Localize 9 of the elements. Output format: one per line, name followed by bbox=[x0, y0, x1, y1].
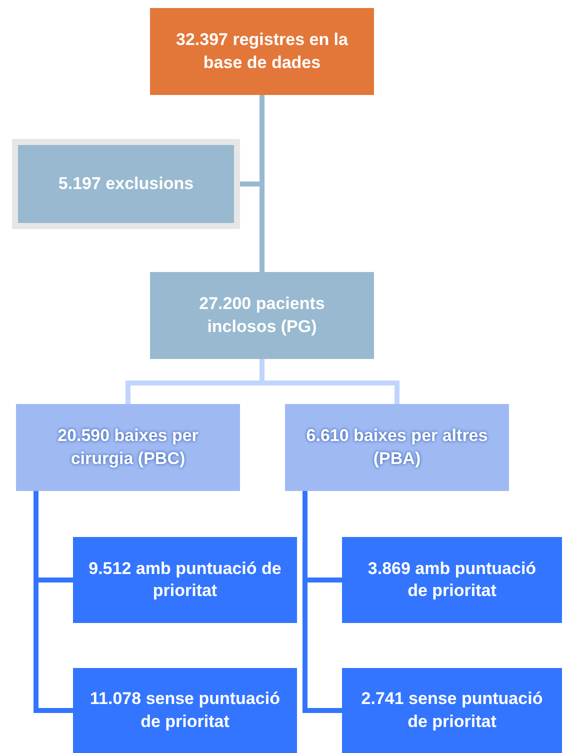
result-box: 3.869 amb puntuació de prioritat bbox=[342, 537, 562, 623]
result-box: 9.512 amb puntuació de prioritat bbox=[73, 537, 297, 623]
result-box: 2.741 sense puntuació de prioritat bbox=[342, 668, 562, 753]
group-box: 6.610 baixes per altres (PBA) bbox=[285, 404, 509, 491]
start-box: 32.397 registres en la base de dades bbox=[150, 8, 374, 95]
group-box: 20.590 baixes per cirurgia (PBC) bbox=[16, 404, 240, 491]
exclusion-box: 5.197 exclusions bbox=[12, 139, 240, 229]
process-box: 27.200 pacients inclosos (PG) bbox=[150, 272, 374, 359]
result-box: 11.078 sense puntuació de prioritat bbox=[73, 668, 297, 753]
